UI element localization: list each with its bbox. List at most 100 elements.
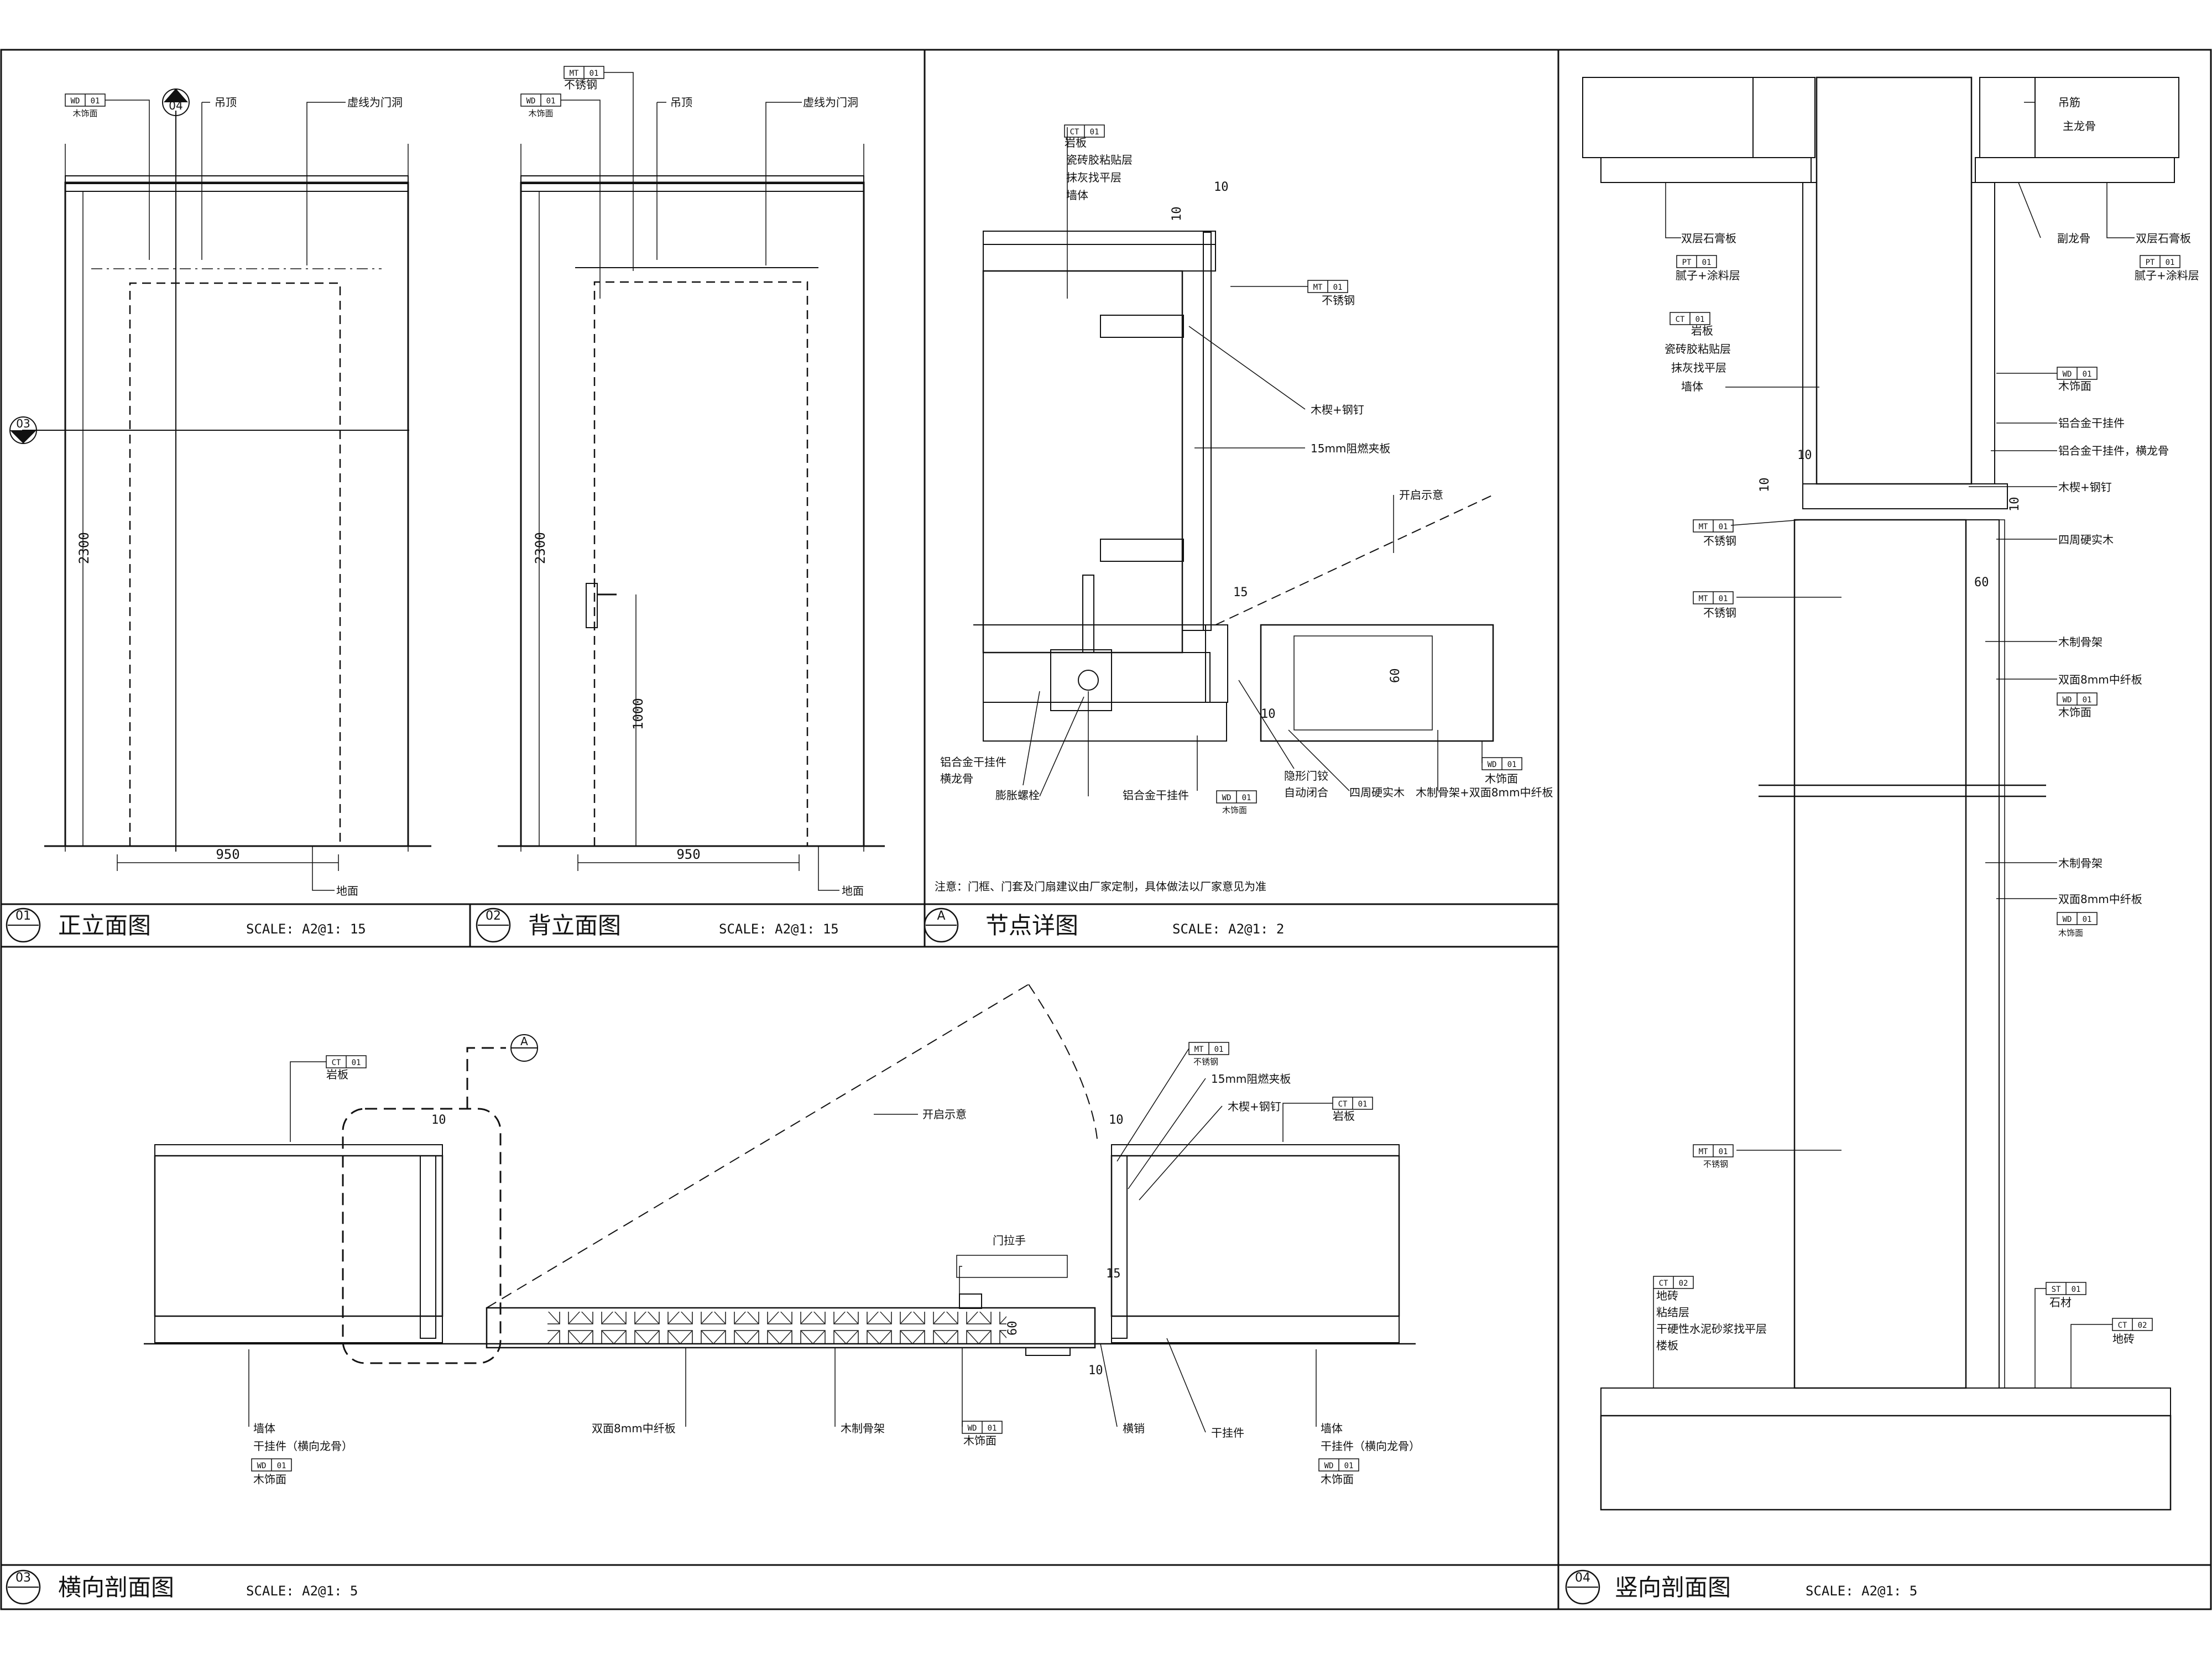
horizontal-section: A CT 01 岩板 MT 01 不锈钢 15mm阻燃夹板 木楔+钢钉 CT 0… bbox=[144, 984, 1420, 1486]
tag-wood-a1: WD 01 木饰面 bbox=[1197, 735, 1257, 815]
svg-text:CT: CT bbox=[1676, 315, 1685, 324]
tag-wood-v1: WD 01 木饰面 bbox=[1996, 367, 2098, 393]
title-block-02: 02 背立面图 SCALE: A2@1: 15 bbox=[476, 907, 839, 943]
material-tag: WD 01 木饰面 bbox=[65, 93, 150, 260]
svg-text:PT: PT bbox=[2146, 258, 2155, 267]
callout: 木楔+钢钉 bbox=[1311, 403, 1364, 416]
back-elevation: MT 01 不锈钢 WD 01 木饰面 吊顶 虚线为门洞 2300 1000 9… bbox=[498, 66, 885, 898]
callout: 副龙骨 bbox=[2057, 232, 2090, 245]
svg-text:木饰面: 木饰面 bbox=[2058, 706, 2091, 719]
callout: 双面8mm中纤板 bbox=[2058, 673, 2142, 686]
svg-text:WD: WD bbox=[1222, 794, 1232, 802]
svg-text:腻子+涂料层: 腻子+涂料层 bbox=[2135, 269, 2199, 282]
callout: 铝合金干挂件 bbox=[940, 755, 1006, 769]
callout-ceiling: 吊顶 bbox=[670, 96, 692, 109]
svg-text:01: 01 bbox=[1695, 315, 1705, 324]
svg-text:不锈钢: 不锈钢 bbox=[1193, 1057, 1218, 1067]
svg-text:岩板: 岩板 bbox=[1691, 324, 1713, 337]
section-mark-vertical: 04 bbox=[162, 88, 190, 116]
section-mark-label: 03 bbox=[16, 417, 30, 430]
callout-door-line: 虚线为门洞 bbox=[803, 96, 858, 109]
svg-text:01: 01 bbox=[1344, 1462, 1354, 1470]
svg-text:ST: ST bbox=[2052, 1285, 2061, 1294]
tag-floor-tile-right: CT 02 地砖 bbox=[2070, 1318, 2153, 1388]
svg-text:01: 01 bbox=[277, 1462, 286, 1470]
tag-floor-tile-left: CT 02 地砖 bbox=[1653, 1276, 1694, 1388]
svg-text:WD: WD bbox=[526, 97, 536, 106]
callout: 双层石膏板 bbox=[2136, 232, 2191, 245]
callout: 木制骨架 bbox=[841, 1422, 885, 1435]
svg-text:MT: MT bbox=[1699, 594, 1708, 603]
detail-ref-label: A bbox=[520, 1035, 528, 1048]
tag-paint-right: PT 01 腻子+涂料层 bbox=[2135, 255, 2199, 282]
callout-ceiling: 吊顶 bbox=[215, 96, 237, 109]
tag-stainless-v3: MT 01 不锈钢 bbox=[1693, 1144, 1841, 1169]
tag-wood-v3: WD 01 木饰面 bbox=[2057, 912, 2098, 938]
floor-layer: 粘结层 bbox=[1656, 1306, 1689, 1319]
svg-text:01: 01 bbox=[2166, 258, 2175, 267]
svg-text:木饰面: 木饰面 bbox=[253, 1473, 286, 1486]
panel-title: 横向剖面图 bbox=[58, 1574, 174, 1601]
panel-title: 背立面图 bbox=[528, 912, 621, 939]
title-block-A: A 节点详图 SCALE: A2@1: 2 bbox=[924, 907, 1284, 943]
legend-right: 墙体 bbox=[1321, 1422, 1343, 1435]
callout: 双面8mm中纤板 bbox=[592, 1422, 676, 1435]
panel-number: A bbox=[937, 909, 945, 923]
callout: 门拉手 bbox=[993, 1234, 1026, 1247]
node-detail: CT 01 岩板 瓷砖胶粘贴层 抹灰找平层 墙体 10 10 MT 01 不锈钢… bbox=[935, 124, 1553, 893]
svg-text:CT: CT bbox=[1070, 128, 1079, 137]
svg-text:01: 01 bbox=[352, 1058, 361, 1067]
svg-text:01: 01 bbox=[2083, 696, 2092, 705]
svg-text:WD: WD bbox=[2063, 915, 2072, 924]
callout: 15mm阻燃夹板 bbox=[1311, 442, 1390, 455]
svg-text:木饰面: 木饰面 bbox=[2058, 928, 2083, 938]
svg-text:木饰面: 木饰面 bbox=[72, 108, 97, 118]
panel-number: 03 bbox=[15, 1571, 31, 1585]
panel-number: 02 bbox=[486, 909, 501, 923]
svg-text:01: 01 bbox=[988, 1424, 997, 1433]
svg-text:不锈钢: 不锈钢 bbox=[1703, 534, 1736, 547]
title-block-04: 04 竖向剖面图 SCALE: A2@1: 5 bbox=[1565, 1569, 1917, 1605]
layer-label: 抹灰找平层 bbox=[1066, 171, 1121, 184]
svg-text:岩板: 岩板 bbox=[326, 1068, 348, 1081]
tag-rock-right: CT 01 岩板 bbox=[1282, 1097, 1373, 1142]
svg-text:MT: MT bbox=[1699, 523, 1708, 531]
callout: 横销 bbox=[1123, 1422, 1145, 1435]
callout: 开启示意 bbox=[1399, 488, 1443, 502]
callout-floor: 地面 bbox=[336, 884, 358, 898]
callout: 15mm阻燃夹板 bbox=[1211, 1072, 1291, 1086]
callout: 双层石膏板 bbox=[1681, 232, 1736, 245]
svg-text:01: 01 bbox=[1358, 1100, 1368, 1109]
svg-text:01: 01 bbox=[91, 97, 100, 106]
callout-floor: 地面 bbox=[842, 884, 864, 898]
dim-label: 10 bbox=[1088, 1364, 1103, 1378]
dim-handle-height: 1000 bbox=[630, 698, 646, 730]
dim-label: 60 bbox=[1389, 669, 1402, 684]
callout: 四周硬实木 bbox=[2058, 533, 2114, 546]
callout: 墙体 bbox=[1681, 380, 1703, 393]
svg-text:木饰面: 木饰面 bbox=[963, 1434, 997, 1447]
svg-text:木饰面: 木饰面 bbox=[2058, 379, 2091, 393]
callout: 木制骨架 bbox=[2058, 857, 2103, 870]
panel-title: 正立面图 bbox=[58, 912, 151, 939]
svg-text:腻子+涂料层: 腻子+涂料层 bbox=[1676, 269, 1740, 282]
tag-stainless-h: MT 01 不锈钢 bbox=[1117, 1042, 1229, 1162]
dim-label: 10 bbox=[1214, 180, 1229, 194]
callout: 铝合金干挂件 bbox=[2058, 416, 2125, 430]
svg-text:01: 01 bbox=[1333, 283, 1343, 292]
callout: 双面8mm中纤板 bbox=[2058, 893, 2142, 906]
tag-stainless-v2: MT 01 不锈钢 bbox=[1693, 591, 1841, 619]
panel-scale: SCALE: A2@1: 5 bbox=[1806, 1583, 1917, 1599]
svg-text:01: 01 bbox=[1507, 760, 1517, 769]
door-handle bbox=[586, 583, 598, 628]
svg-text:木饰面: 木饰面 bbox=[1485, 772, 1518, 785]
svg-text:地砖: 地砖 bbox=[1656, 1289, 1678, 1302]
callout-door-line: 虚线为门洞 bbox=[347, 96, 403, 109]
svg-text:01: 01 bbox=[1090, 128, 1099, 137]
legend-left: 墙体 bbox=[253, 1422, 275, 1435]
tag-wood-h-center: WD 01 木饰面 bbox=[962, 1348, 1003, 1447]
svg-text:CT: CT bbox=[332, 1058, 341, 1067]
detail-a-boundary bbox=[342, 1108, 502, 1364]
svg-text:PT: PT bbox=[1682, 258, 1692, 267]
callout: 干挂件 bbox=[1211, 1426, 1244, 1439]
